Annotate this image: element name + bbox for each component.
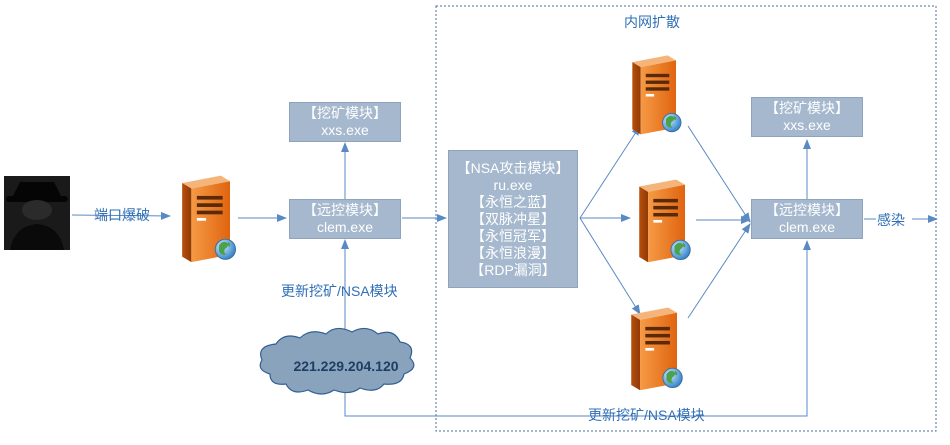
- mining-module-box-right: 【挖矿模块】 xxs.exe: [751, 97, 863, 137]
- box-line: ru.exe: [493, 176, 533, 193]
- box-line: 【永恒冠军】: [471, 227, 555, 244]
- box-line: 【双脉冲星】: [471, 210, 555, 227]
- box-line: clem.exe: [316, 219, 374, 235]
- server-icon: [631, 54, 682, 135]
- box-line: xxs.exe: [321, 122, 369, 138]
- box-line: 【永恒之蓝】: [471, 193, 555, 210]
- server-icon: [638, 179, 691, 263]
- arrow-hacker-to-server: [71, 211, 171, 220]
- infect-label: 感染: [877, 212, 905, 228]
- hacker-icon: [4, 176, 70, 250]
- arrow-cloud-to-remote-right: [344, 240, 811, 417]
- mining-module-box-left: 【挖矿模块】 xxs.exe: [289, 102, 401, 142]
- arrow-server-bottom-to-remote: [687, 223, 751, 319]
- box-line: 【RDP漏洞】: [470, 261, 556, 278]
- nsa-attack-module-box: 【NSA攻击模块】 ru.exe 【永恒之蓝】 【双脉冲星】 【永恒冠军】 【永…: [448, 150, 578, 288]
- update-left-label: 更新挖矿/NSA模块: [281, 283, 398, 299]
- intranet-zone-title: 内网扩散: [624, 14, 680, 30]
- arrow-nsa-to-server-bottom: [579, 217, 641, 315]
- update-bottom-label: 更新挖矿/NSA模块: [588, 407, 705, 423]
- remote-module-box-left: 【远控模块】 clem.exe: [289, 199, 401, 239]
- cloud-icon: 221.229.204.120: [259, 327, 415, 395]
- box-line: 【NSA攻击模块】: [456, 159, 570, 176]
- arrow-server-top-to-remote: [687, 125, 751, 223]
- server-icon: [181, 175, 237, 263]
- server-icon: [630, 307, 683, 391]
- cloud-ip: 221.229.204.120: [293, 358, 398, 374]
- box-line: 【远控模块】: [765, 202, 849, 218]
- port-blast-label: 端口爆破: [94, 207, 150, 223]
- box-line: 【挖矿模块】: [765, 100, 849, 116]
- box-line: 【挖矿模块】: [303, 105, 387, 121]
- remote-module-box-right: 【远控模块】 clem.exe: [751, 199, 863, 239]
- arrow-nsa-to-server-top: [579, 125, 641, 219]
- box-line: xxs.exe: [783, 117, 831, 133]
- box-line: clem.exe: [778, 219, 836, 235]
- box-line: 【远控模块】: [303, 202, 387, 218]
- box-line: 【永恒浪漫】: [471, 244, 555, 261]
